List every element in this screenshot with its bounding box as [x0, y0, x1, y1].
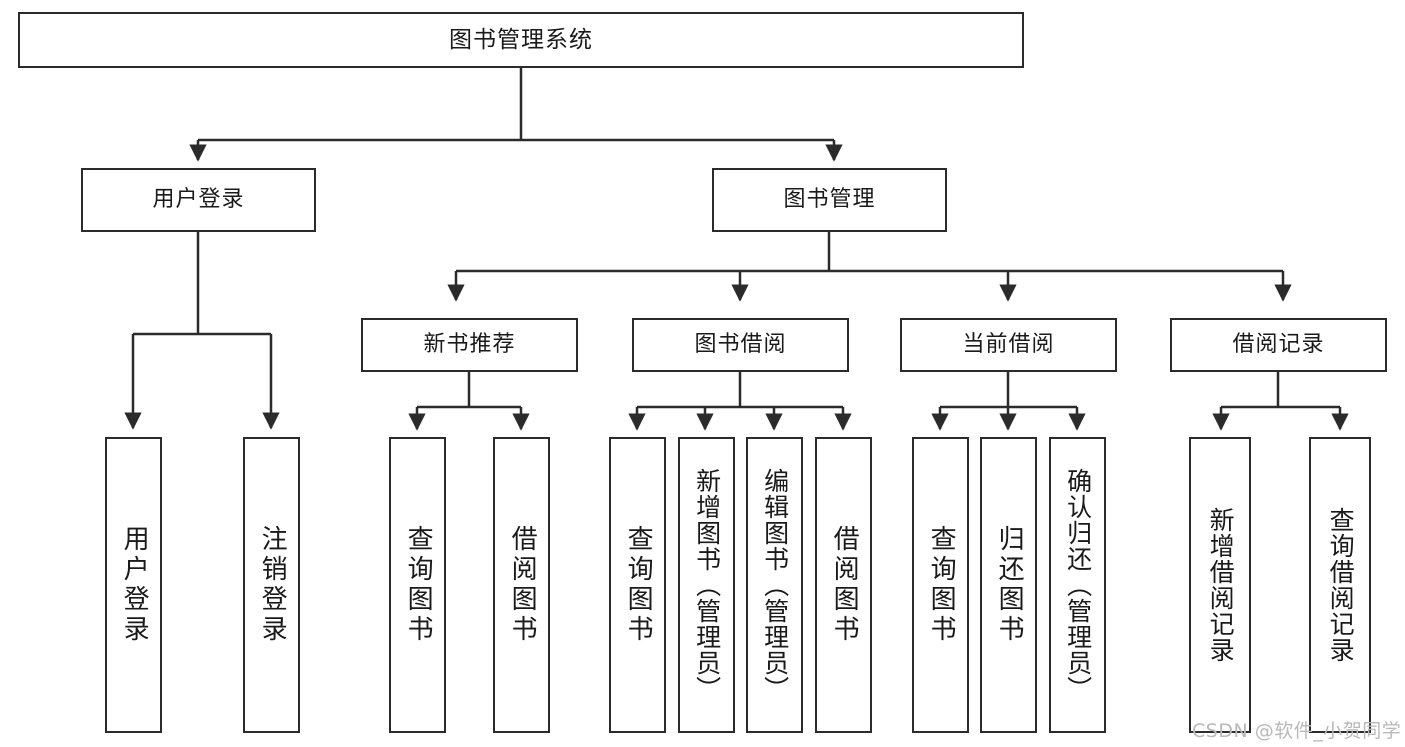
node-label: 用户登录 [119, 525, 150, 645]
node-label: 用户登录 [152, 187, 245, 213]
node-new-book-recommend[interactable]: 新书推荐 [361, 318, 578, 372]
node-label: 当前借阅 [962, 332, 1055, 358]
node-leaf-borrow-book-recommend[interactable]: 借阅图书 [493, 437, 550, 733]
node-leaf-add-book-admin[interactable]: 新增图书（管理员） [678, 437, 735, 733]
node-label: 查询借阅记录 [1326, 507, 1356, 663]
node-leaf-query-borrow-record[interactable]: 查询借阅记录 [1309, 437, 1371, 733]
node-label: 归还图书 [994, 525, 1025, 645]
node-root-system[interactable]: 图书管理系统 [18, 12, 1024, 68]
node-leaf-query-book-recommend[interactable]: 查询图书 [389, 437, 446, 733]
node-leaf-user-login[interactable]: 用户登录 [105, 437, 162, 733]
node-label: 新增借阅记录 [1206, 507, 1236, 663]
node-leaf-add-borrow-record[interactable]: 新增借阅记录 [1189, 437, 1251, 733]
node-current-borrow[interactable]: 当前借阅 [900, 318, 1117, 372]
node-label: 确认归还（管理员） [1063, 468, 1093, 702]
node-book-borrow[interactable]: 图书借阅 [632, 318, 849, 372]
node-label: 查询图书 [623, 525, 654, 645]
node-label: 新增图书（管理员） [692, 468, 722, 702]
node-label: 借阅图书 [829, 525, 860, 645]
node-book-management[interactable]: 图书管理 [712, 168, 947, 232]
node-leaf-edit-book-admin[interactable]: 编辑图书（管理员） [746, 437, 803, 733]
node-label: 图书管理 [783, 187, 876, 213]
node-leaf-borrow-book[interactable]: 借阅图书 [815, 437, 872, 733]
node-label: 借阅记录 [1232, 332, 1325, 358]
node-user-login[interactable]: 用户登录 [81, 168, 316, 232]
node-borrow-record[interactable]: 借阅记录 [1170, 318, 1387, 372]
node-label: 查询图书 [403, 525, 434, 645]
node-leaf-query-book-borrow[interactable]: 查询图书 [609, 437, 666, 733]
node-leaf-query-book-current[interactable]: 查询图书 [912, 437, 969, 733]
node-label: 编辑图书（管理员） [760, 468, 790, 702]
node-label: 查询图书 [926, 525, 957, 645]
node-label: 图书借阅 [694, 332, 787, 358]
node-label: 新书推荐 [423, 332, 516, 358]
node-label: 图书管理系统 [449, 26, 593, 53]
node-label: 借阅图书 [507, 525, 538, 645]
node-leaf-logout[interactable]: 注销登录 [243, 437, 300, 733]
node-leaf-return-book[interactable]: 归还图书 [980, 437, 1037, 733]
node-label: 注销登录 [257, 525, 288, 645]
node-leaf-confirm-return-admin[interactable]: 确认归还（管理员） [1049, 437, 1106, 733]
csdn-watermark: CSDN @软件_小贺同学 [1192, 720, 1402, 742]
